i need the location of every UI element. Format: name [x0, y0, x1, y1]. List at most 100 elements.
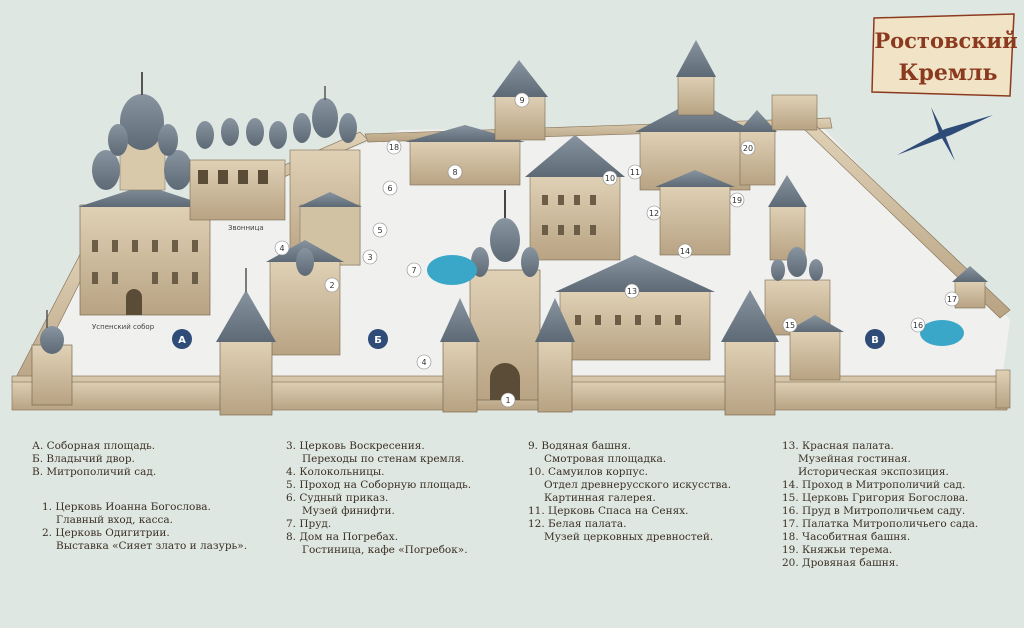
map-marker: 9	[514, 92, 530, 108]
map-marker-circle	[500, 392, 516, 408]
legend-item: 8. Дом на Погребах.	[286, 531, 399, 543]
map-marker-number: 2	[329, 281, 334, 290]
map-marker-number: 3	[367, 253, 372, 262]
map-marker-circle	[447, 164, 463, 180]
legend-zone-a: А. Соборная площадь.	[32, 440, 156, 452]
map-marker-circle	[624, 283, 640, 299]
map-marker-number: 14	[680, 247, 690, 256]
legend-item: 9. Водяная башня.	[528, 440, 632, 452]
compass-rose-icon	[897, 107, 993, 161]
map-marker-circle	[324, 277, 340, 293]
zone-badge-a: А	[172, 329, 192, 349]
legend-item-sub: Отдел древнерусского искусства.	[544, 479, 732, 491]
map-marker: 6	[382, 180, 398, 196]
zvonnitsa-caption: Звонница	[228, 224, 264, 232]
legend-item-sub: Картинная галерея.	[544, 492, 656, 504]
legend-item-sub: Музейная гостиная.	[798, 453, 911, 465]
map-marker: 4	[274, 240, 290, 256]
map-marker-number: 10	[605, 174, 615, 183]
map-marker-circle	[386, 139, 402, 155]
legend-item: 20. Дровяная башня.	[782, 557, 899, 569]
map-marker-number: 17	[947, 295, 957, 304]
map-marker: 1	[500, 392, 516, 408]
map-marker-number: 8	[452, 168, 457, 177]
map-marker: 4	[416, 354, 432, 370]
map-marker: 8	[447, 164, 463, 180]
north-buildings	[405, 60, 548, 186]
church-resurrection	[289, 86, 362, 266]
legend-item-sub: Переходы по стенам кремля.	[302, 453, 465, 465]
map-marker-number: 16	[913, 321, 923, 330]
svg-text:А: А	[178, 335, 186, 346]
map-marker-circle	[416, 354, 432, 370]
map-marker-circle	[372, 222, 388, 238]
legend-item: 17. Палатка Митрополичьего сада.	[782, 518, 979, 530]
map-marker-circle	[627, 164, 643, 180]
map-marker-circle	[677, 243, 693, 259]
map-marker-number: 18	[389, 143, 399, 152]
legend-column-1: А. Соборная площадь. Б. Владычий двор. В…	[32, 440, 247, 553]
pond-7	[427, 255, 477, 285]
zone-badge-b: Б	[368, 329, 388, 349]
map-marker: 14	[677, 243, 693, 259]
map-marker: 12	[646, 205, 662, 221]
legend-zone-b: Б. Владычий двор.	[32, 453, 135, 465]
map-marker: 20	[740, 140, 756, 156]
legend-item: 18. Часобитная башня.	[782, 531, 911, 543]
legend-column-3: 9. Водяная башня.Смотровая площадка.10. …	[528, 440, 731, 544]
svg-text:В: В	[871, 335, 879, 346]
map-marker-number: 11	[630, 168, 640, 177]
map-marker-number: 13	[627, 287, 637, 296]
title-line-1: Ростовский	[874, 28, 1017, 53]
west-buildings	[266, 240, 344, 356]
map-marker-number: 5	[377, 226, 382, 235]
map-marker-circle	[514, 92, 530, 108]
map-marker-circle	[362, 249, 378, 265]
map-marker-number: 6	[387, 184, 392, 193]
title-line-2: Кремль	[899, 60, 998, 86]
map-marker: 11	[627, 164, 643, 180]
legend-item-2-sub: Выставка «Сияет злато и лазурь».	[56, 540, 248, 552]
legend-item: 5. Проход на Соборную площадь.	[286, 479, 472, 491]
legend-item: 16. Пруд в Митрополичьем саду.	[782, 505, 966, 517]
map-marker-number: 4	[421, 358, 426, 367]
legend-item: 3. Церковь Воскресения.	[286, 440, 425, 452]
map-marker-circle	[944, 291, 960, 307]
map-marker-circle	[729, 192, 745, 208]
legend-zone-v: В. Митрополичий сад.	[32, 466, 157, 478]
legend-item: 19. Княжьи терема.	[782, 544, 893, 556]
map-marker: 19	[729, 192, 745, 208]
legend-item: 6. Судный приказ.	[286, 492, 389, 504]
legend-column-4: 13. Красная палата.Музейная гостиная.Ист…	[782, 440, 978, 570]
uspensky-caption: Успенский собор	[92, 323, 155, 331]
wall-towers	[31, 268, 1011, 416]
map-marker-circle	[910, 317, 926, 333]
uspensky-cathedral	[78, 72, 212, 316]
map-marker-circle	[646, 205, 662, 221]
map-marker-number: 4	[279, 244, 284, 253]
zone-badge-v: В	[865, 329, 885, 349]
map-marker-circle	[740, 140, 756, 156]
map-marker: 13	[624, 283, 640, 299]
map-marker: 7	[406, 262, 422, 278]
map-marker-number: 7	[411, 266, 416, 275]
legend-item: 7. Пруд.	[286, 518, 332, 530]
legend-item-sub: Смотровая площадка.	[544, 453, 667, 465]
church-gregory	[764, 247, 844, 381]
legend-item: 14. Проход в Митрополичий сад.	[782, 479, 966, 491]
samuilov-building	[525, 135, 625, 261]
legend-item-sub: Гостиница, кафе «Погребок».	[302, 544, 468, 556]
map-marker-number: 19	[732, 196, 742, 205]
red-chamber	[555, 255, 715, 361]
map-marker-circle	[274, 240, 290, 256]
legend-item-sub: Историческая экспозиция.	[798, 466, 949, 478]
map-marker-number: 15	[785, 321, 795, 330]
legend-item: 15. Церковь Григория Богослова.	[782, 492, 969, 504]
map-marker-number: 1	[505, 396, 510, 405]
legend-item-sub: Музей финифти.	[302, 505, 395, 517]
map-marker: 16	[910, 317, 926, 333]
pond-16	[920, 320, 964, 346]
map-marker-circle	[782, 317, 798, 333]
gate-church-st-john	[469, 190, 541, 401]
